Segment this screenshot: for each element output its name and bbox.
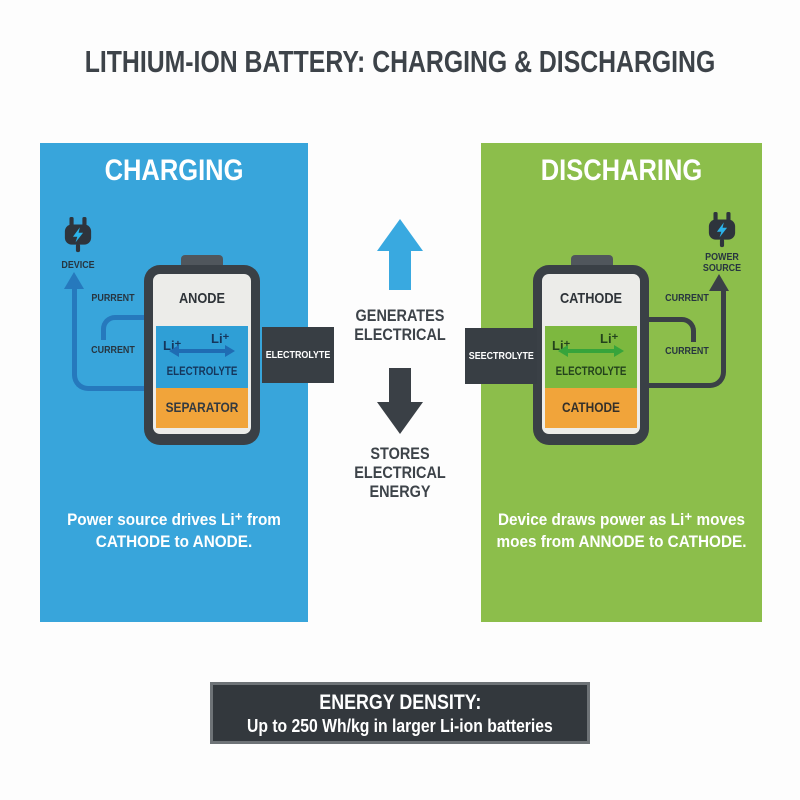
charging-caption: Power source drives Li⁺ from CATHODE to … xyxy=(53,509,294,553)
energy-density-banner: ENERGY DENSITY: Up to 250 Wh/kg in large… xyxy=(210,682,590,744)
electrolyte-label: ELECTROLYTE xyxy=(555,366,627,378)
current-path xyxy=(72,288,150,391)
charging-title: CHARGING xyxy=(104,154,244,187)
ion-arrow-right-head xyxy=(614,345,624,357)
current-arrowhead xyxy=(709,274,729,291)
current-label-bottom: CURRENT xyxy=(91,344,135,356)
power-source-label: POWER SOURCE xyxy=(702,251,742,274)
battery-inner: ANODE Li⁺ Li⁺ ELECTROLYTE SEPARATOR xyxy=(153,274,251,434)
current-arrowhead xyxy=(64,272,84,289)
discharging-title: DISCHARING xyxy=(540,154,703,187)
banner-subtitle: Up to 250 Wh/kg in larger Li-ion batteri… xyxy=(247,714,553,736)
stores-label: STORES ELECTRICAL ENERGY xyxy=(354,444,446,501)
current-label-top: CURRENT xyxy=(665,292,709,304)
stores-arrow-stem xyxy=(389,368,411,402)
discharging-caption-line2: moes from ANNODE to CATHODE. xyxy=(496,532,747,551)
current-path xyxy=(648,290,726,388)
ion-flow-arrow xyxy=(567,349,615,353)
generates-label: GENERATES ELECTRICAL xyxy=(354,306,446,344)
plug-icon xyxy=(64,217,92,253)
ion-arrow-right-head xyxy=(225,345,235,357)
ion-arrow-left-head xyxy=(558,345,568,357)
electrolyte-section: Li⁺ Li⁺ ELECTROLYTE xyxy=(156,326,248,388)
power-plug-icon xyxy=(708,212,736,248)
electrolyte-section: Li⁺ Li⁺ ELECTROLYTE xyxy=(545,326,637,388)
discharging-caption-line1: Device draws power as Li⁺ moves xyxy=(497,510,746,529)
lightning-bolt-icon xyxy=(72,227,84,243)
stores-arrow-icon xyxy=(377,402,423,434)
anode-label: ANODE xyxy=(178,290,226,307)
generates-arrow-icon xyxy=(377,219,423,251)
current-label-top: PURRENT xyxy=(91,292,135,304)
li-ion-right: Li⁺ xyxy=(211,331,230,346)
electrolyte-tab: SEECTROLYTE xyxy=(465,328,537,384)
discharging-caption: Device draws power as Li⁺ moves moes fro… xyxy=(495,509,748,553)
electrolyte-tab-label: ELECTROLYTE xyxy=(265,349,331,361)
battery-inner: CATHODE Li⁺ Li⁺ ELECTROLYTE CATHODE xyxy=(542,274,640,434)
ion-flow-arrow xyxy=(178,349,226,353)
generates-arrow-stem xyxy=(389,250,411,290)
cathode-bottom-label: CATHODE xyxy=(562,399,620,415)
current-hook xyxy=(101,315,149,340)
separator-section: SEPARATOR xyxy=(156,388,248,428)
electrolyte-tab: ELECTROLYTE xyxy=(262,327,334,383)
device-label: DEVICE xyxy=(61,259,95,271)
cathode-section: CATHODE xyxy=(545,388,637,428)
electrolyte-tab-label: SEECTROLYTE xyxy=(468,350,534,362)
li-ion-right: Li⁺ xyxy=(600,331,619,346)
lightning-bolt-icon xyxy=(716,222,728,238)
ion-arrow-left-head xyxy=(169,345,179,357)
current-hook xyxy=(648,317,696,342)
charging-caption-line2: CATHODE to ANODE. xyxy=(95,532,253,551)
cathode-label: CATHODE xyxy=(559,290,623,307)
current-label-bottom: CURRENT xyxy=(665,345,709,357)
electrolyte-label: ELECTROLYTE xyxy=(166,366,238,378)
separator-label: SEPARATOR xyxy=(165,399,239,415)
charging-caption-line1: Power source drives Li⁺ from xyxy=(67,510,281,529)
page-title: LITHIUM-ION BATTERY: CHARGING & DISCHARG… xyxy=(84,44,716,79)
banner-title: ENERGY DENSITY: xyxy=(318,690,482,714)
